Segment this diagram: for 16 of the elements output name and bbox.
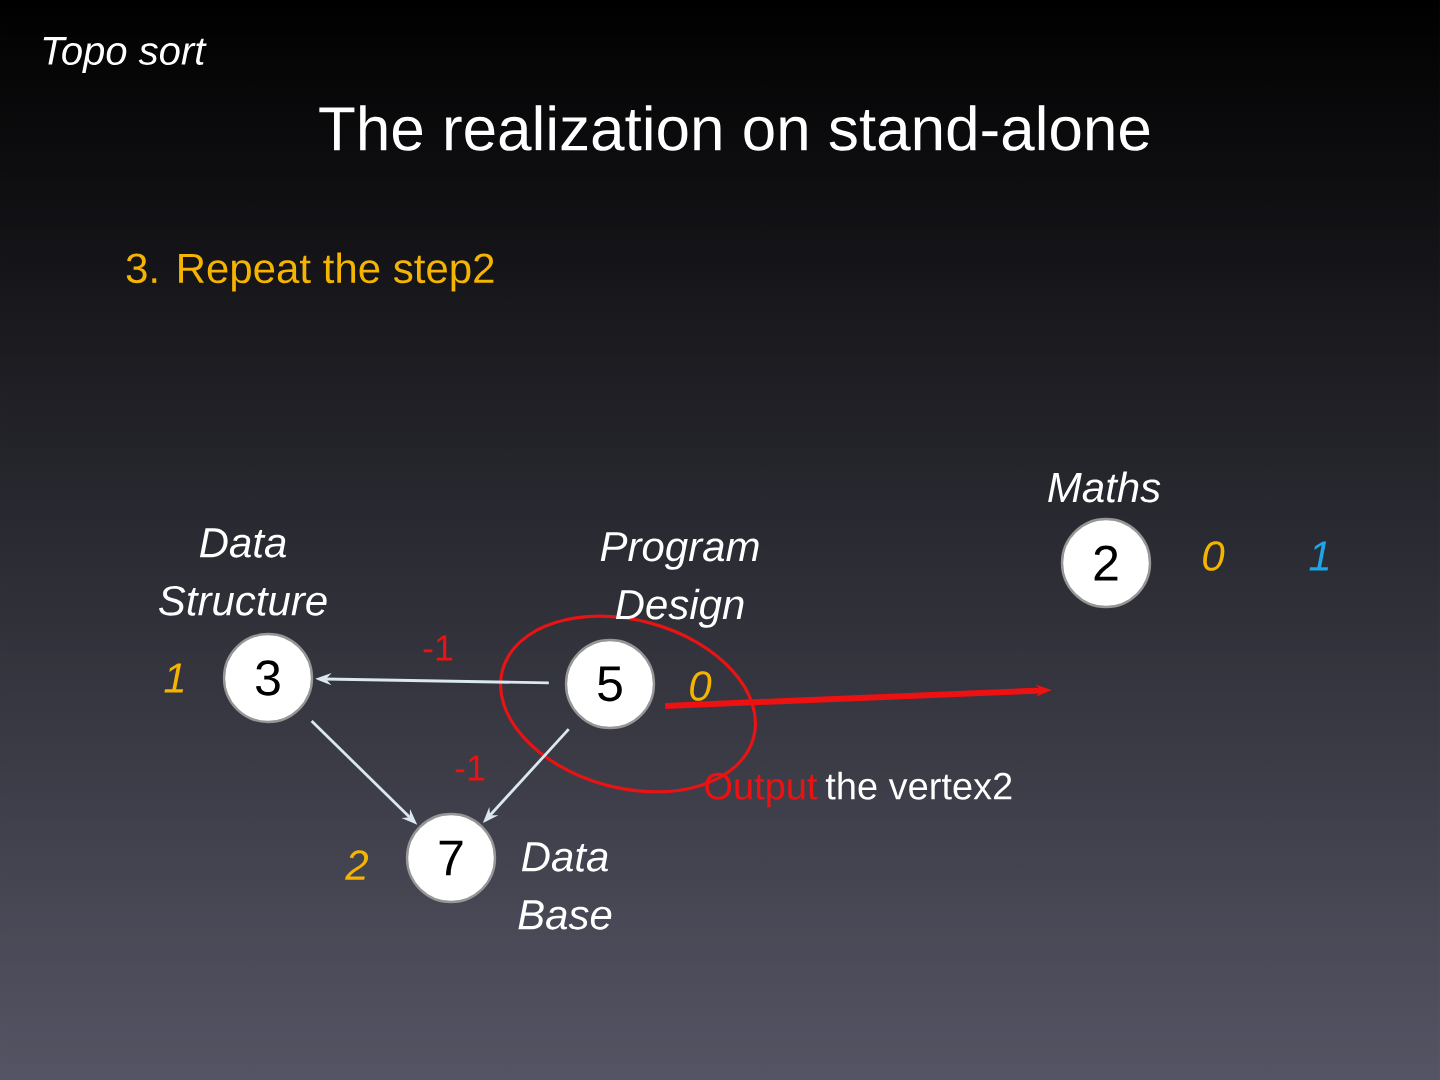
- title: The realization on stand-alone: [319, 105, 1150, 151]
- edge-label: -1: [423, 635, 453, 661]
- caption-text: the vertex2: [825, 771, 1012, 800]
- vertex-name: Program Design: [600, 532, 759, 628]
- step-text: 3. Repeat the step2: [126, 252, 494, 292]
- in-degree: 1: [1309, 541, 1329, 571]
- subtitle: Topo sort: [43, 37, 207, 73]
- vertex-name: Data Structure: [159, 528, 327, 616]
- vertex-name: Data Base: [518, 842, 612, 930]
- edge-label: -1: [455, 755, 485, 781]
- in-degree: 2: [345, 850, 369, 880]
- in-degree: 0: [690, 671, 712, 701]
- in-degree: 1: [164, 663, 184, 693]
- caption-text: Output: [705, 772, 818, 808]
- vertex-name: Maths: [1048, 471, 1161, 503]
- in-degree: 0: [1203, 541, 1225, 571]
